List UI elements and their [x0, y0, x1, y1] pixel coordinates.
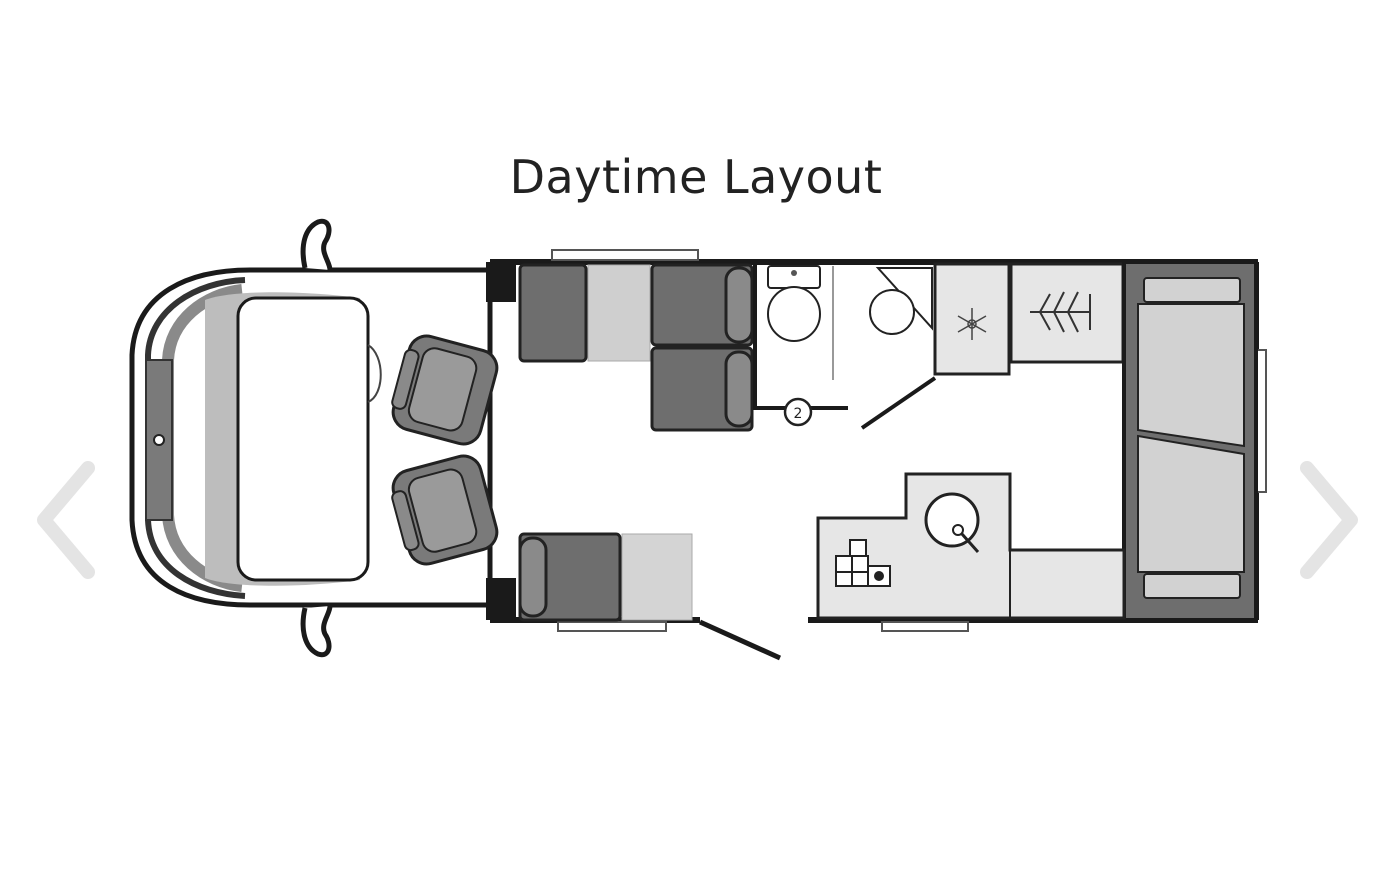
- chevron-right-icon[interactable]: [1295, 460, 1365, 580]
- lounge-seats-top: [518, 263, 754, 432]
- heater-icon: [1030, 291, 1091, 333]
- snowflake-icon: [957, 308, 987, 340]
- svg-text:2: 2: [794, 406, 803, 422]
- page-title: Daytime Layout: [509, 150, 883, 204]
- chevron-left-icon[interactable]: [30, 460, 100, 580]
- wardrobe: [1009, 262, 1125, 364]
- cab-seat-bottom: [391, 454, 499, 566]
- washroom: 2: [753, 262, 937, 430]
- lounge-seats-bottom: [518, 532, 693, 622]
- rear-lounge: [1122, 260, 1258, 622]
- fridge: [933, 262, 1011, 376]
- hob-icon: [835, 539, 891, 587]
- kitchen: [816, 472, 1126, 620]
- cab-seat-top: [391, 334, 499, 446]
